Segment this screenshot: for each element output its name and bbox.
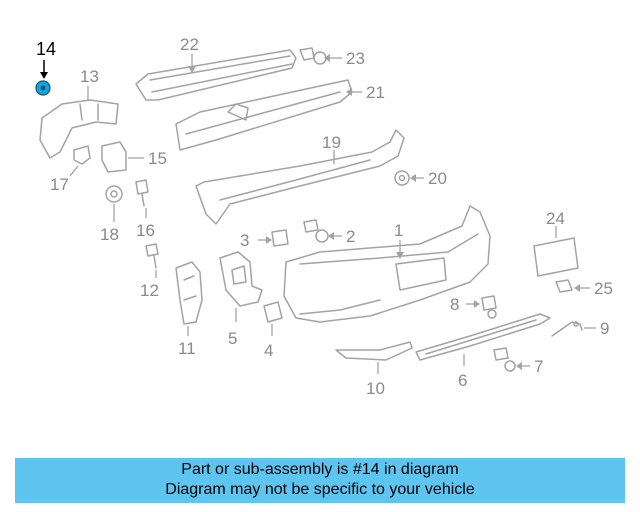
callout-24: 24: [546, 209, 565, 228]
part-19-bumper-guide: 19: [195, 129, 405, 225]
part-24-license-plate: 24: [533, 209, 579, 277]
part-9-molding-end: 9: [551, 319, 609, 338]
part-25-clip: 25: [555, 279, 613, 298]
part-6-lower-molding: 6: [415, 313, 551, 390]
callout-19: 19: [322, 133, 341, 152]
part-23-screw: 23: [299, 47, 365, 68]
part-3-retainer: 3: [240, 229, 289, 250]
part-5-corner-bracket: 5: [219, 251, 263, 348]
part-10-reflector: 10: [335, 341, 413, 398]
callout-23: 23: [346, 49, 365, 68]
callout-13: 13: [80, 67, 99, 86]
part-21-reinforcement: 21: [175, 79, 385, 151]
callout-20: 20: [428, 169, 447, 188]
callout-1: 1: [394, 221, 403, 240]
part-7-screw: 7: [493, 347, 543, 376]
caption-banner: Part or sub-assembly is #14 in diagram D…: [15, 458, 625, 503]
callout-21: 21: [366, 83, 385, 102]
part-1-bumper-cover: 1: [283, 205, 491, 323]
callout-11: 11: [178, 339, 196, 358]
part-17-clip: 17: [50, 145, 91, 194]
part-18-nut: 18: [100, 185, 123, 244]
part-13-bracket: 13: [39, 67, 119, 159]
part-15-bracket: 15: [101, 141, 167, 173]
part-8-fastener: 8: [450, 295, 497, 319]
callout-7: 7: [534, 357, 543, 376]
callout-14: 14: [36, 39, 56, 59]
callout-25: 25: [594, 279, 613, 298]
part-12-bolt: 12: [140, 243, 159, 300]
callout-6: 6: [458, 371, 467, 390]
callout-16: 16: [136, 221, 155, 240]
callout-22: 22: [180, 35, 199, 54]
part-16-screw: 16: [135, 179, 155, 240]
callout-10: 10: [366, 379, 385, 398]
callout-12: 12: [140, 281, 159, 300]
callout-18: 18: [100, 225, 119, 244]
callout-15: 15: [148, 149, 167, 168]
part-2-bolt: 2: [303, 219, 355, 246]
parts-diagram: 14 13 17 15 18 16 12: [35, 35, 613, 398]
callout-17: 17: [50, 175, 69, 194]
callout-8: 8: [450, 295, 459, 314]
part-14-highlighted-clip[interactable]: 14: [35, 39, 56, 96]
banner-line-2: Diagram may not be specific to your vehi…: [165, 481, 475, 498]
callout-5: 5: [228, 329, 237, 348]
callout-9: 9: [600, 319, 609, 338]
part-22-impact-absorber: 22: [135, 35, 297, 101]
part-11-side-bracket: 11: [175, 261, 203, 358]
banner-line-1: Part or sub-assembly is #14 in diagram: [181, 461, 459, 478]
callout-2: 2: [346, 227, 355, 246]
part-20-nut: 20: [394, 169, 447, 188]
callout-4: 4: [264, 341, 273, 360]
part-4-retainer: 4: [263, 301, 283, 360]
callout-3: 3: [240, 231, 249, 250]
